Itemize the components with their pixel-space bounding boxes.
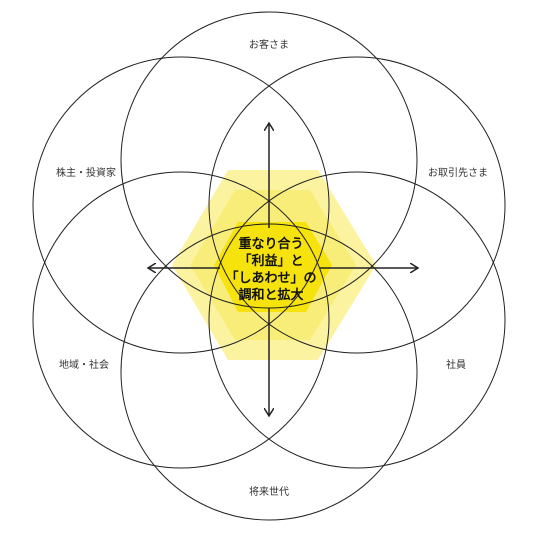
circle-community (32, 171, 330, 469)
center-line-1: 重なり合う (238, 236, 303, 252)
label-community: 地域・社会 (59, 358, 109, 371)
center-highlight (172, 170, 376, 360)
center-message: 重なり合う 「利益」と 「しあわせ」の 調和と拡大 (225, 236, 316, 303)
expansion-arrows (148, 123, 418, 416)
circle-employees (208, 171, 506, 469)
center-line-3: 「しあわせ」の (225, 270, 316, 286)
label-future: 将来世代 (249, 486, 289, 498)
label-employees: 社員 (446, 358, 466, 371)
center-line-2: 「利益」と (238, 253, 303, 269)
circle-shareholders (32, 56, 330, 354)
circle-partners (208, 56, 506, 354)
stakeholder-labels: お客さま お取引先さま 社員 将来世代 地域・社会 株主・投資家 (56, 38, 488, 498)
label-partners: お取引先さま (428, 167, 488, 179)
center-line-4: 調和と拡大 (238, 287, 303, 303)
label-shareholders: 株主・投資家 (56, 166, 116, 179)
label-customers: お客さま (249, 38, 289, 51)
